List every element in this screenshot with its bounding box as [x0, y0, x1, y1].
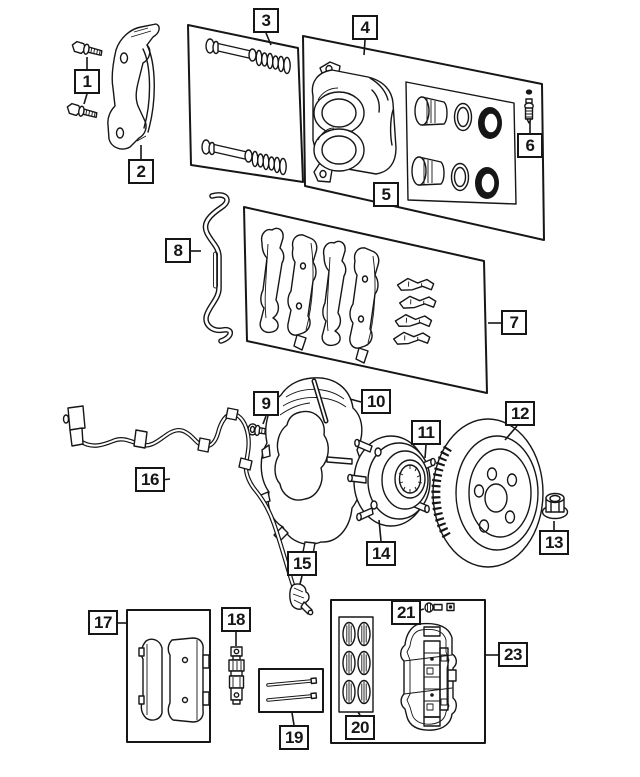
pad-right-drawing: [167, 637, 210, 723]
callout-4[interactable]: 4: [352, 15, 378, 40]
caliper-drawing: [311, 61, 397, 183]
piston-row-1: [414, 96, 502, 139]
anti-rattle-spring-drawing: [202, 192, 234, 344]
callout-3[interactable]: 3: [253, 8, 279, 33]
callout-8[interactable]: 8: [165, 238, 191, 263]
callout-17[interactable]: 17: [88, 610, 118, 635]
callout-14[interactable]: 14: [366, 541, 396, 566]
callout-15[interactable]: 15: [287, 551, 317, 576]
callout-12[interactable]: 12: [505, 401, 535, 426]
callout-1[interactable]: 1: [74, 69, 100, 94]
callout-9[interactable]: 9: [253, 391, 279, 416]
performance-caliper-drawing: [400, 622, 457, 731]
callout-23[interactable]: 23: [498, 642, 528, 667]
bleeder-screw-drawing: [524, 89, 534, 124]
leader-14: [378, 519, 382, 542]
piston-kit-panel: [405, 81, 517, 205]
retainer-clip-drawing: [228, 646, 245, 705]
callout-7[interactable]: 7: [501, 310, 527, 335]
callout-13[interactable]: 13: [539, 530, 569, 555]
leader-20: [357, 711, 361, 716]
sensor-head-drawing: [289, 583, 314, 616]
caliper-panel: [302, 35, 545, 241]
leader-19: [291, 712, 295, 726]
pad-kit-panel: [243, 206, 488, 394]
leader-12: [504, 425, 518, 441]
callout-20[interactable]: 20: [345, 715, 375, 740]
guide-pin-kit-panel: [187, 24, 304, 183]
callout-21[interactable]: 21: [391, 600, 421, 625]
hub-bearing-drawing: [347, 435, 436, 527]
callout-6[interactable]: 6: [517, 133, 543, 158]
leader-21: [420, 607, 427, 611]
guide-pin-top: [205, 38, 291, 75]
callout-18[interactable]: 18: [221, 607, 251, 632]
pin-set-panel: [258, 668, 324, 713]
leader-4: [363, 39, 366, 56]
leader-11: [424, 444, 427, 459]
leader-10: [349, 398, 362, 403]
leader-1b: [83, 93, 88, 105]
callout-2[interactable]: 2: [128, 159, 154, 184]
leader-15: [299, 575, 303, 585]
pin-1-drawing: [266, 677, 318, 687]
bleeder-screw-2-drawing: [424, 602, 455, 613]
piston-row-2: [411, 156, 499, 199]
adapter-bolt-bottom-drawing: [66, 102, 98, 119]
callout-19[interactable]: 19: [279, 725, 309, 750]
pad-set-panel: [126, 609, 211, 743]
callout-16[interactable]: 16: [135, 467, 165, 492]
rotor-drawing: [431, 418, 544, 568]
splash-shield-drawing: [260, 377, 363, 555]
piston-set-box: [338, 616, 374, 713]
leader-9: [262, 415, 267, 425]
guide-pin-bottom: [201, 139, 287, 176]
pad-left-drawing: [138, 638, 163, 721]
callout-5[interactable]: 5: [373, 182, 399, 207]
sensor-harness-drawing: [62, 405, 302, 599]
adapter-bolt-top-drawing: [71, 40, 103, 57]
callout-10[interactable]: 10: [361, 389, 391, 414]
callout-11[interactable]: 11: [411, 420, 441, 445]
leader-3: [265, 32, 272, 46]
pin-2-drawing: [266, 692, 318, 702]
caliper-adapter-drawing: [107, 23, 160, 150]
hub-nut-drawing: [541, 492, 569, 520]
